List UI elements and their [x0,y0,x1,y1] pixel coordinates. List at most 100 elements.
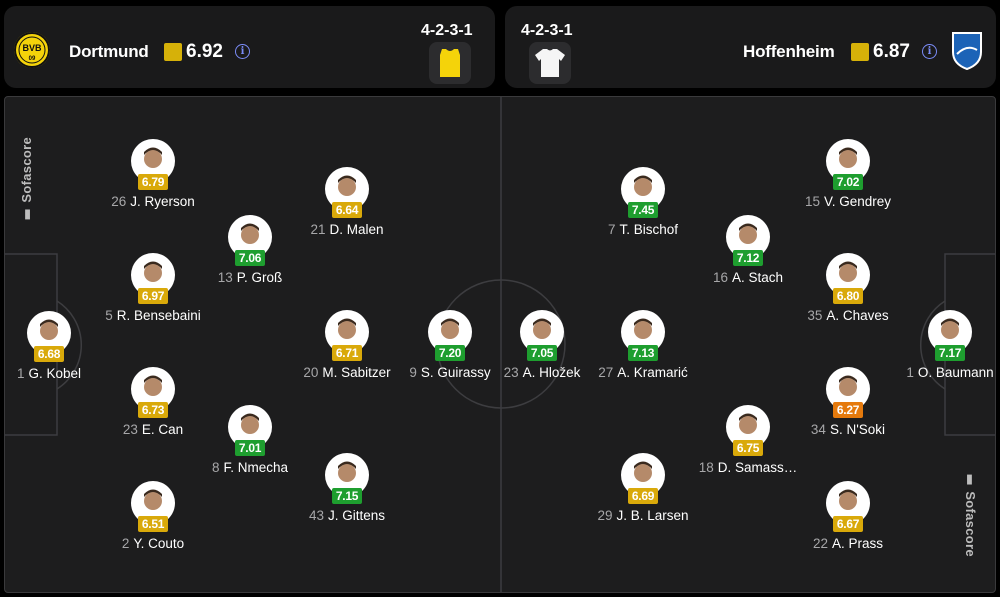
player-name-text: O. Baumann [917,365,994,380]
player-rating: 6.68 [34,346,64,362]
player-name: 43 J. Gittens [282,508,412,523]
player-name-text: Y. Couto [133,536,185,551]
player-name-text: J. B. Larsen [616,508,689,523]
player-name-text: F. Nmecha [223,460,289,475]
player-number: 23 [503,365,519,380]
away-team-rating: 6.87 [873,41,910,62]
player-number: 26 [111,194,127,209]
player-name-text: A. Prass [832,536,884,551]
player-rating: 7.13 [628,345,658,361]
away-formation: 4-2-3-1 [521,22,573,39]
away-team-header[interactable]: 4-2-3-1 Hoffenheim 6.87 i [505,6,996,88]
player-rating: 6.80 [833,288,863,304]
player-number: 7 [607,222,616,237]
home-team-name[interactable]: Dortmund [69,42,149,61]
player-number: 16 [712,270,728,285]
player-rating: 7.17 [935,345,965,361]
player-name-text: J. Gittens [328,508,386,523]
away-shirt-icon [529,42,571,84]
player-rating: 6.75 [733,440,763,456]
player-name-text: A. Chaves [826,308,889,323]
dortmund-logo: BVB 09 [14,32,50,68]
player-name-text: V. Gendrey [823,194,892,209]
player-number: 23 [122,422,138,437]
player-rating: 6.97 [138,288,168,304]
home-shirt-icon [429,42,471,84]
player-number: 9 [409,365,417,380]
player-name-text: A. Stach [732,270,784,285]
home-team-header[interactable]: BVB 09 Dortmund 6.92 i 4-2-3-1 [4,6,495,88]
player-number: 20 [303,365,319,380]
player-name-text: S. Guirassy [420,365,491,380]
player-rating: 7.12 [733,250,763,266]
player-name-text: P. Groß [236,270,283,285]
away-team-name[interactable]: Hoffenheim [743,42,835,61]
home-team-rating: 6.92 [186,41,223,62]
player-number: 5 [105,308,113,323]
hoffenheim-logo [949,32,985,70]
player-number: 8 [211,460,220,475]
player-number: 1 [16,366,25,381]
player-rating: 6.69 [628,488,658,504]
player-number: 43 [308,508,324,523]
player-name-text: D. Samass… [717,460,798,475]
player-rating: 6.71 [332,345,362,361]
player-number: 18 [698,460,714,475]
player-name-text: E. Can [141,422,184,437]
player-card[interactable]: 7.12 16 A. Stach [683,215,813,303]
player-name-text: R. Bensebaini [116,308,201,323]
player-rating: 7.20 [435,345,465,361]
sofascore-watermark-right: ▮Sofascore [963,472,978,557]
player-number: 1 [906,365,914,380]
info-icon[interactable]: i [922,44,937,59]
player-number: 13 [217,270,233,285]
player-name: 16 A. Stach [683,270,813,285]
player-number: 34 [810,422,826,437]
info-icon[interactable]: i [235,44,250,59]
player-number: 15 [804,194,820,209]
player-name-text: G. Kobel [28,366,82,381]
sofascore-watermark-left: ▮Sofascore [19,137,34,222]
player-rating: 6.79 [138,174,168,190]
player-name-text: A. Hložek [522,365,581,380]
player-rating: 6.51 [138,516,168,532]
player-rating: 7.02 [833,174,863,190]
player-rating: 6.27 [833,402,863,418]
player-rating: 7.06 [235,250,265,266]
